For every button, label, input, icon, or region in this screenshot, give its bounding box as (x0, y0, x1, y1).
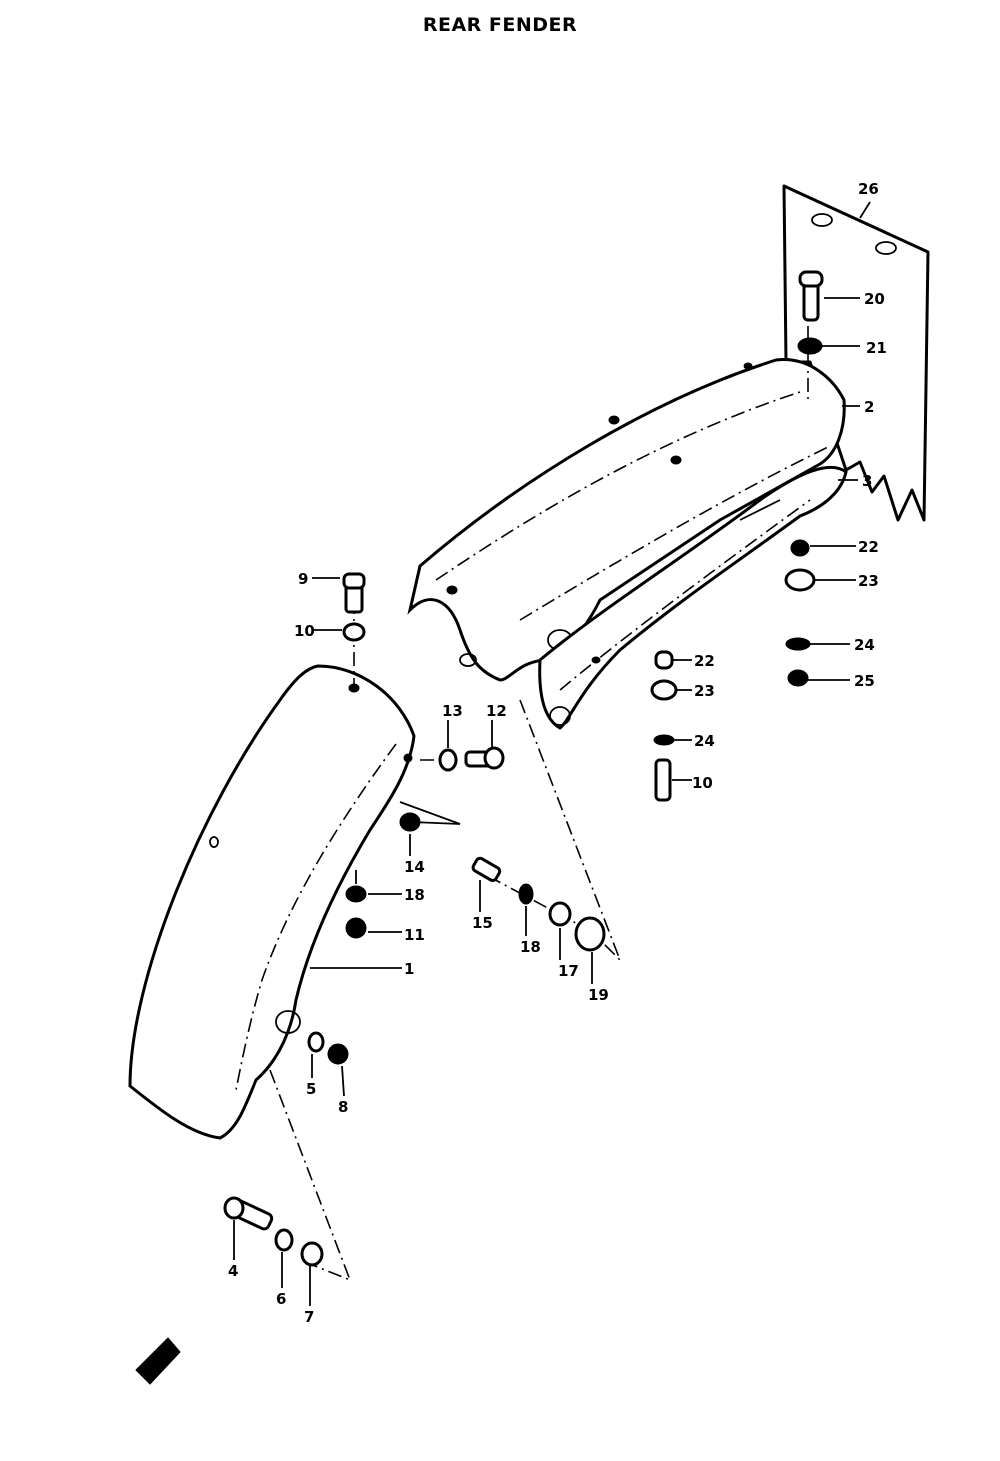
callout-1: 1 (404, 960, 414, 978)
rear-fender-front (128, 664, 416, 1140)
diagram-title: REAR FENDER (422, 14, 578, 36)
callout-24-left: 24 (694, 732, 715, 750)
callout-19: 19 (588, 986, 609, 1004)
front-direction-arrow-icon (135, 1337, 181, 1385)
callout-labels: 26 20 21 2 3 22 23 24 25 22 23 24 10 9 1… (228, 180, 887, 1326)
callout-22-left: 22 (694, 652, 715, 670)
callout-12: 12 (486, 702, 507, 720)
leader-lines (233, 201, 871, 1306)
rear-fender-inner (538, 465, 848, 730)
callout-6: 6 (276, 1290, 286, 1308)
callout-15: 15 (472, 914, 493, 932)
callout-25: 25 (854, 672, 875, 690)
callout-11: 11 (404, 926, 425, 944)
callout-13: 13 (442, 702, 463, 720)
callout-17: 17 (558, 962, 579, 980)
callout-10-right: 10 (692, 774, 713, 792)
callout-21: 21 (866, 339, 887, 357)
callout-14: 14 (404, 858, 425, 876)
callout-5: 5 (306, 1080, 316, 1098)
callout-7: 7 (304, 1308, 314, 1326)
callout-23-left: 23 (694, 682, 715, 700)
callout-10-left: 10 (294, 622, 315, 640)
callout-9: 9 (298, 570, 308, 588)
callout-23-right: 23 (858, 572, 879, 590)
license-plate-bracket (782, 184, 930, 522)
callout-26: 26 (858, 180, 879, 198)
callout-8: 8 (338, 1098, 348, 1116)
callout-3: 3 (862, 472, 872, 490)
callout-4: 4 (228, 1262, 238, 1280)
callout-18-left: 18 (404, 886, 425, 904)
callout-22-right: 22 (858, 538, 879, 556)
callout-20: 20 (864, 290, 885, 308)
callout-2: 2 (864, 398, 874, 416)
callout-24-right: 24 (854, 636, 875, 654)
rear-fender-upper (407, 358, 846, 682)
hardware-parts (223, 270, 824, 1267)
callout-18-right: 18 (520, 938, 541, 956)
